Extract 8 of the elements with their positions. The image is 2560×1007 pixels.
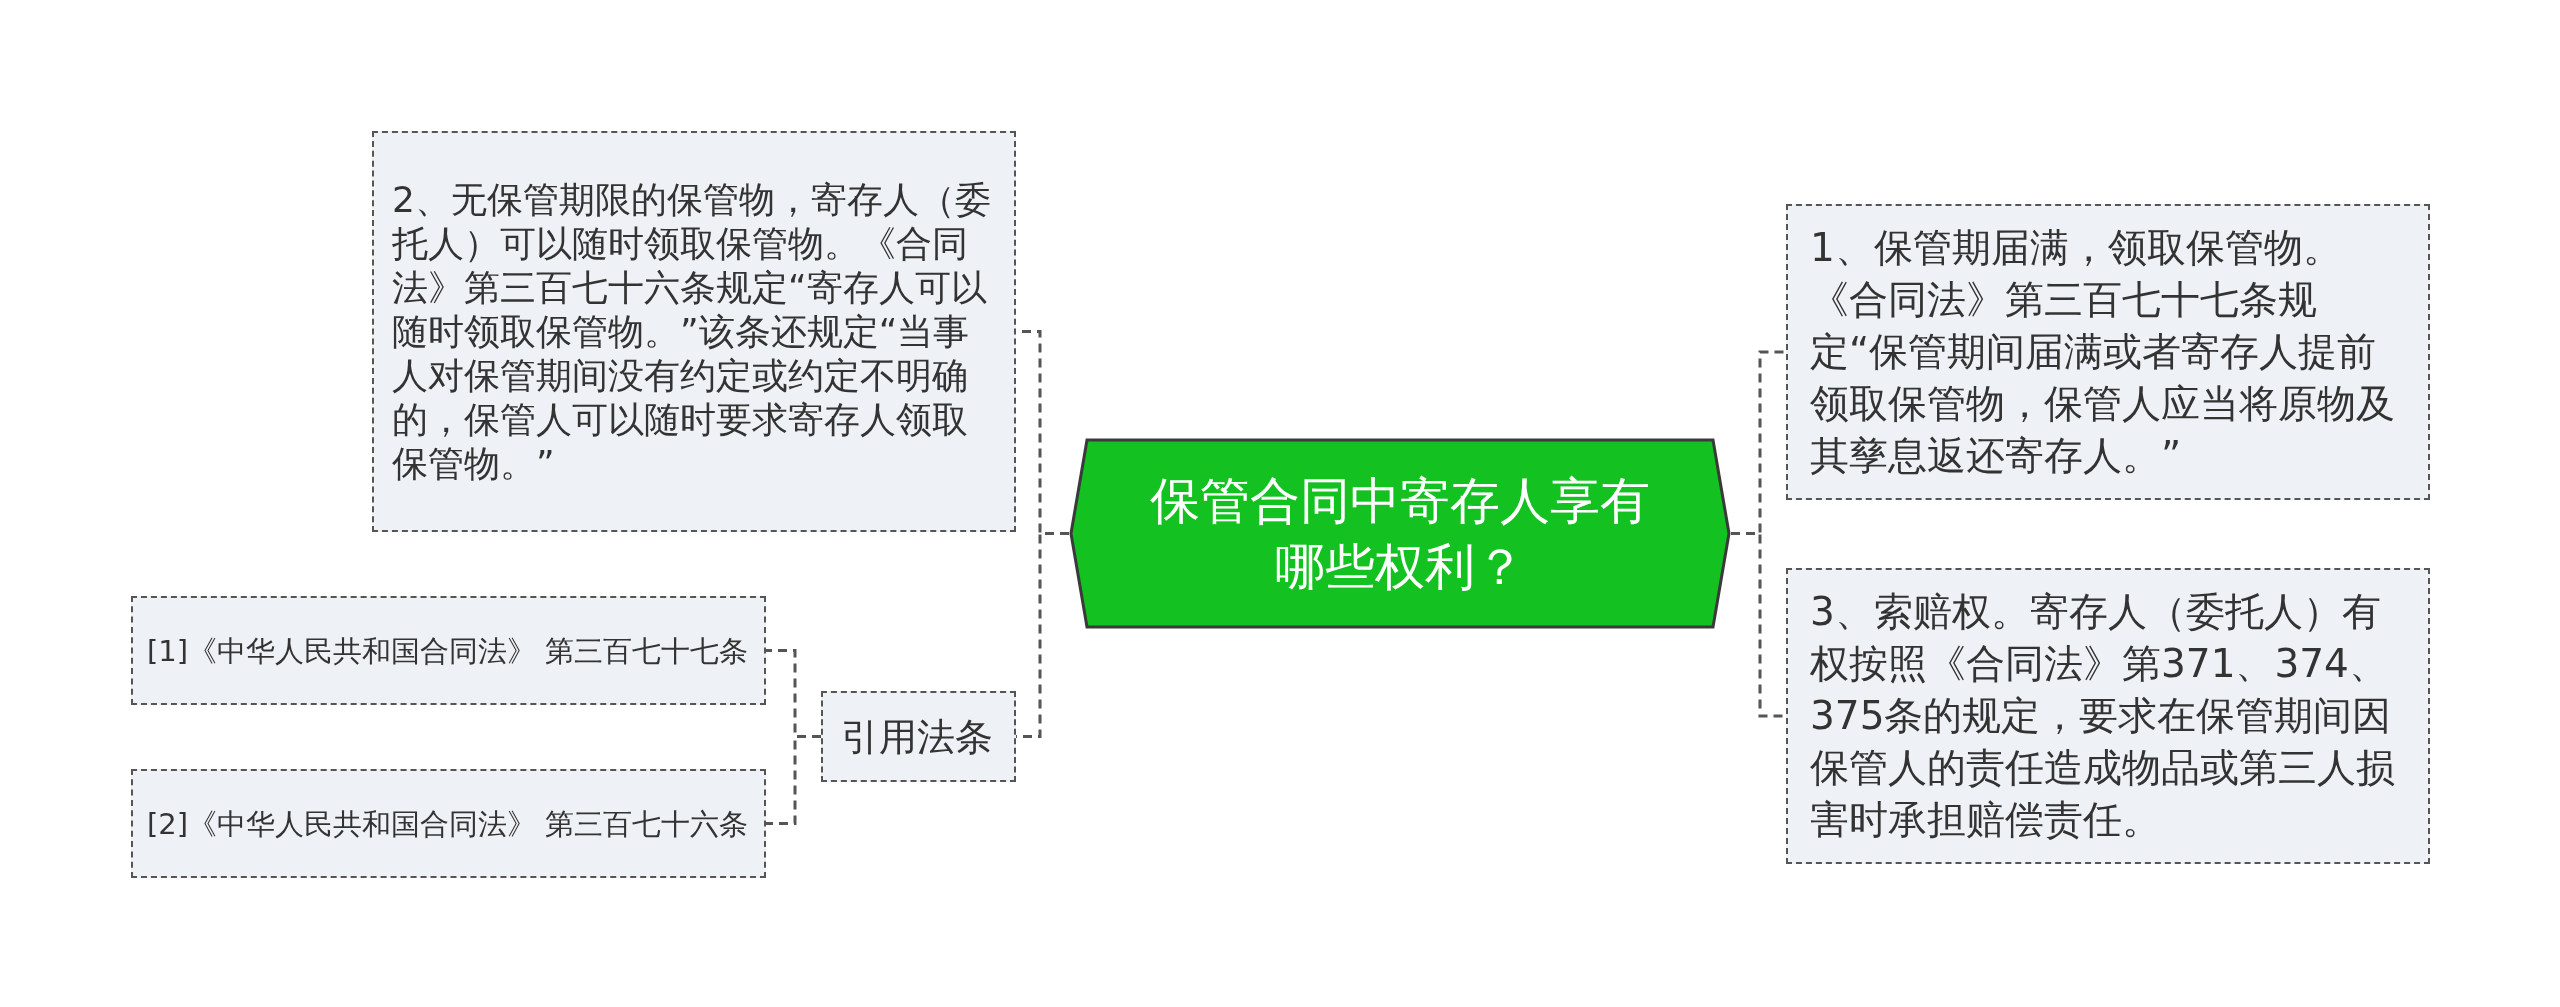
connector	[766, 735, 821, 825]
note-box: 3、索赔权。寄存人（委托人）有权按照《合同法》第371、374、375条的规定，要求在保管期间因保管人的责任造成物品或第三人损害时承担赔偿责任。	[1786, 568, 2430, 864]
reference-box: [2]《中华人民共和国合同法》 第三百七十六条	[131, 769, 766, 878]
connector	[1731, 532, 1786, 718]
topic-box: 引用法条	[821, 691, 1016, 782]
reference-box: [1]《中华人民共和国合同法》 第三百七十七条	[131, 596, 766, 705]
note-box: 2、无保管期限的保管物，寄存人（委托人）可以随时领取保管物。《合同法》第三百七十六条规定“寄存人可以随时领取保管物。”该条还规定“当事人对保管期间没有约定或约定不明确的，保管人可以随时要求寄存人领取保管物。”	[372, 131, 1016, 532]
note-box: 1、保管期届满，领取保管物。《合同法》第三百七十七条规定“保管期间届满或者寄存人提前领取保管物，保管人应当将原物及其孳息返还寄存人。”	[1786, 204, 2430, 500]
